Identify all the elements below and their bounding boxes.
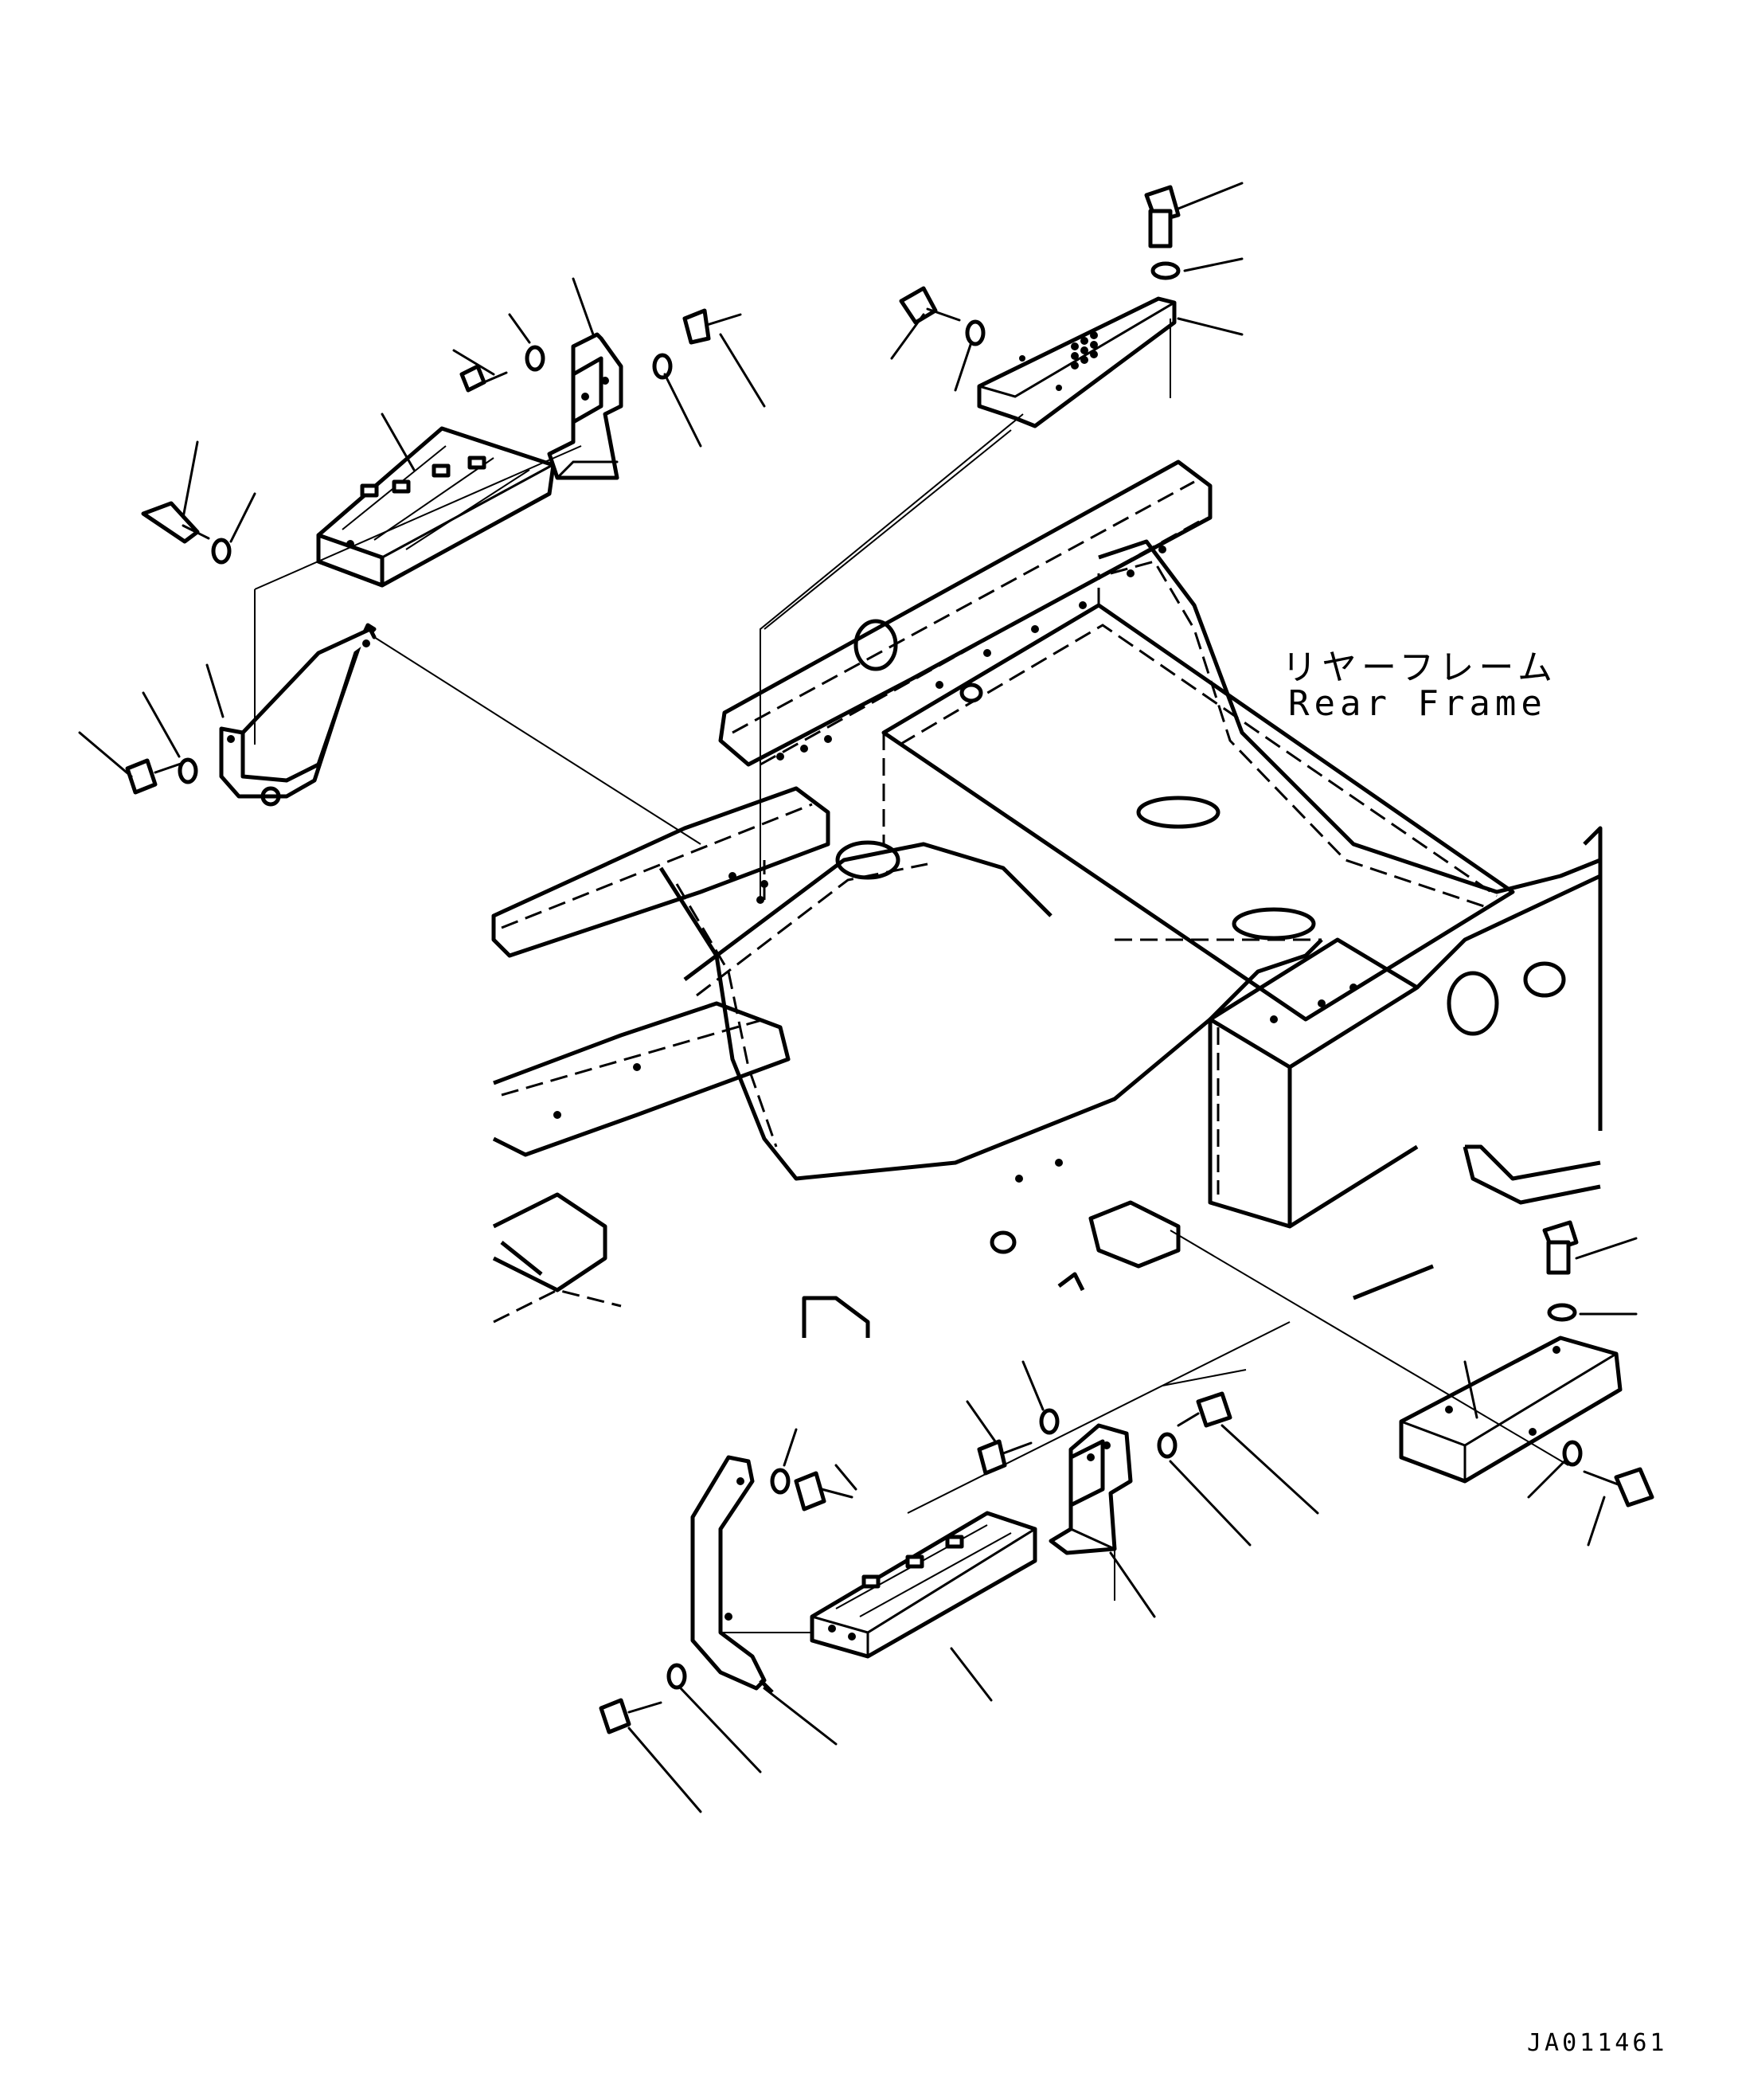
washer bbox=[1547, 1303, 1583, 1467]
rear-frame bbox=[491, 459, 1603, 1338]
step-tread bbox=[316, 426, 556, 588]
cover-plate bbox=[977, 296, 1177, 428]
leader-lines bbox=[78, 182, 1638, 1813]
upper-left-step-assembly bbox=[125, 308, 742, 807]
bolt bbox=[899, 185, 1181, 325]
rear-frame-label-en: Rear Frame bbox=[1288, 683, 1547, 724]
bolt bbox=[125, 308, 742, 795]
washer bbox=[965, 261, 1181, 346]
mounting-plate bbox=[219, 623, 377, 807]
step-bracket bbox=[547, 332, 623, 480]
drawing-code: JA011461 bbox=[1527, 2029, 1668, 2057]
washer bbox=[178, 345, 673, 784]
step-bracket bbox=[1049, 1423, 1133, 1555]
rear-frame-label-jp: リヤーフレーム bbox=[1282, 647, 1558, 688]
upper-right-cover bbox=[899, 185, 1181, 428]
washer bbox=[666, 1408, 1178, 1690]
support-bracket bbox=[690, 1455, 774, 1694]
bolt bbox=[599, 1391, 1232, 1734]
bolt bbox=[1542, 1220, 1654, 1508]
step-tread bbox=[810, 1511, 1037, 1659]
cover-plate bbox=[1399, 1335, 1623, 1484]
lower-right-cover bbox=[1399, 1220, 1654, 1508]
lower-step-assembly bbox=[599, 1391, 1232, 1734]
